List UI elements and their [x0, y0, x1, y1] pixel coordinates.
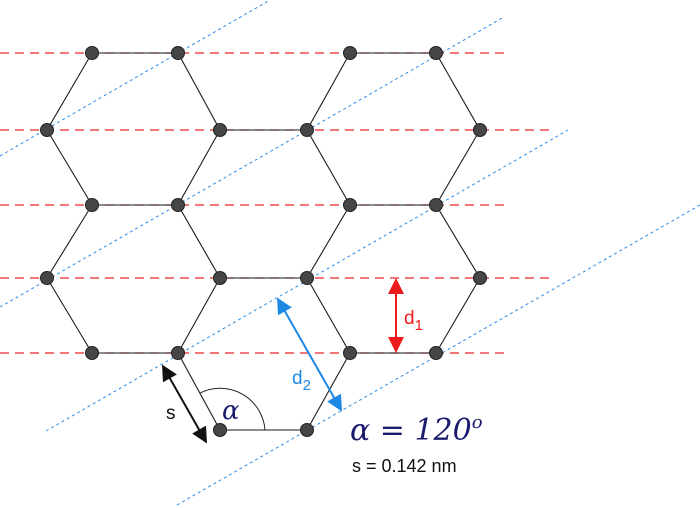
- horizontal-lattice-planes: [0, 52, 550, 354]
- alpha-label: α: [222, 396, 240, 426]
- carbon-atom: [473, 123, 487, 137]
- s-value: s = 0.142 nm: [352, 456, 457, 476]
- bond: [46, 129, 93, 206]
- bond: [306, 52, 351, 131]
- bond: [177, 277, 221, 354]
- d1-label: d1: [404, 308, 423, 334]
- carbon-atom: [171, 46, 185, 60]
- bond: [435, 204, 481, 279]
- bond: [177, 129, 221, 206]
- atoms: [40, 46, 487, 437]
- s-arrow: [162, 364, 207, 444]
- bond: [46, 277, 93, 354]
- carbon-atom: [343, 346, 357, 360]
- alpha-equation: α = 120o: [350, 412, 483, 448]
- bond: [435, 52, 481, 131]
- carbon-atom: [40, 123, 54, 137]
- carbon-atom: [473, 271, 487, 285]
- bonds: [46, 52, 481, 431]
- carbon-atom: [343, 46, 357, 60]
- bond: [46, 52, 93, 131]
- carbon-atom: [171, 198, 185, 212]
- s-label: s: [166, 403, 176, 424]
- angle-arc: [199, 387, 266, 431]
- carbon-atom: [85, 346, 99, 360]
- bond: [177, 204, 221, 279]
- diagonal-plane-line: [0, 0, 271, 157]
- bond: [177, 52, 221, 131]
- bond: [306, 204, 351, 279]
- carbon-atom: [171, 346, 185, 360]
- bond: [306, 277, 351, 354]
- bond: [435, 277, 481, 354]
- carbon-atom: [343, 198, 357, 212]
- carbon-atom: [429, 46, 443, 60]
- bond: [306, 129, 351, 206]
- d2-label: d2: [292, 368, 311, 394]
- carbon-atom: [300, 271, 314, 285]
- carbon-atom: [429, 346, 443, 360]
- carbon-atom: [429, 198, 443, 212]
- carbon-atom: [40, 271, 54, 285]
- carbon-atom: [85, 198, 99, 212]
- carbon-atom: [213, 123, 227, 137]
- carbon-atom: [300, 123, 314, 137]
- d2-arrow: [277, 297, 342, 412]
- carbon-atom: [85, 46, 99, 60]
- carbon-atom: [300, 423, 314, 437]
- carbon-atom: [213, 423, 227, 437]
- bond: [177, 352, 221, 431]
- diagonal-plane-line: [0, 16, 505, 308]
- carbon-atom: [213, 271, 227, 285]
- bond: [435, 129, 481, 206]
- bond: [46, 204, 93, 279]
